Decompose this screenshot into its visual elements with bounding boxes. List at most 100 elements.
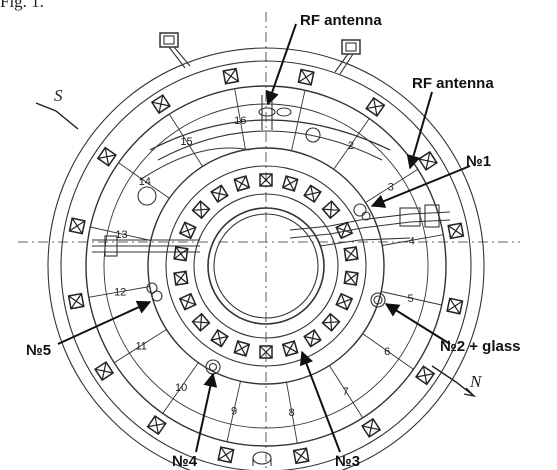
- sector-number: 6: [384, 346, 390, 358]
- sector-divider: [382, 234, 444, 246]
- sector-divider: [226, 381, 241, 442]
- sector-divider: [88, 286, 150, 298]
- sector-divider: [113, 329, 167, 364]
- sector-divider: [381, 291, 442, 306]
- inner-tf-coil: [233, 175, 251, 192]
- sector-divider: [362, 333, 414, 370]
- inner-tf-coil: [335, 292, 354, 311]
- inner-tf-coil: [343, 246, 359, 262]
- sector-divider: [286, 382, 298, 444]
- leader-rf-antenna-top: [265, 23, 297, 106]
- outer-tf-coil: [96, 146, 117, 167]
- outer-tf-coil: [68, 217, 86, 235]
- inner-tf-coil: [321, 200, 341, 220]
- port-5-circle: [146, 282, 158, 294]
- callout-port-1: №1: [466, 153, 492, 170]
- sector-number: 4: [409, 235, 415, 247]
- upper-arc-strip: [139, 119, 391, 181]
- outer-tf-coil: [365, 96, 386, 117]
- sector-divider: [162, 362, 199, 414]
- outer-tf-coil: [292, 447, 310, 465]
- outer-ring-inner-edge: [60, 60, 472, 470]
- inner-tf-coil: [191, 200, 211, 220]
- bottom-small-flange: [252, 451, 272, 466]
- outer-tf-coil: [150, 94, 171, 115]
- outer-tf-coil: [217, 446, 235, 464]
- sector-number: 10: [175, 382, 187, 394]
- outer-tf-coil: [415, 365, 436, 386]
- north-direction-label: N: [470, 372, 482, 391]
- top-left-bracket: [159, 32, 191, 69]
- sector-divider: [234, 88, 246, 150]
- inner-tf-coil: [233, 340, 251, 357]
- left-horizontal-port: [92, 235, 200, 257]
- leader-port-3: [299, 350, 341, 453]
- inner-tf-coil: [259, 345, 273, 359]
- sector-number: 11: [135, 341, 146, 353]
- inner-tf-coil: [335, 221, 354, 240]
- inner-tf-coil: [178, 221, 197, 240]
- outer-tf-coil: [94, 361, 115, 382]
- leader-port-5: [57, 300, 152, 345]
- callout-rf-antenna-right: RF antenna: [412, 75, 494, 92]
- sector-divider: [333, 118, 370, 170]
- callout-port-2: №2 + glass: [440, 338, 521, 355]
- callout-rf-antenna-top: RF antenna: [300, 12, 382, 29]
- sector-number: 9: [231, 406, 237, 418]
- top-antenna-tube: [258, 95, 292, 130]
- inner-tf-coil: [303, 184, 322, 204]
- sector-number: 15: [180, 136, 192, 148]
- south-direction-mark: [35, 102, 79, 130]
- leader-rf-antenna-right: [406, 91, 433, 170]
- inner-tf-coil: [191, 312, 211, 332]
- callout-port-4: №4: [172, 453, 198, 470]
- callout-port-3: №3: [335, 453, 361, 470]
- leader-port-4: [195, 372, 218, 453]
- leader-port-2: [384, 303, 451, 345]
- sector-divider: [90, 226, 151, 241]
- sector-number: 14: [139, 176, 151, 188]
- figure-caption: Fig. 1.: [0, 0, 44, 11]
- sector-divider: [291, 90, 306, 151]
- leader-port-1: [370, 165, 471, 208]
- inner-tf-coil: [173, 246, 189, 262]
- outer-tf-coil: [297, 68, 315, 86]
- sector-divider: [329, 365, 364, 419]
- inner-tf-coil: [259, 173, 273, 187]
- south-direction-label: S: [54, 86, 63, 105]
- outer-tf-coil: [146, 415, 167, 436]
- callout-port-5: №5: [26, 342, 52, 359]
- inner-tf-coil: [173, 270, 189, 286]
- sector-divider: [118, 162, 170, 199]
- inner-tf-coil: [210, 328, 229, 348]
- outer-tf-coil: [447, 222, 465, 240]
- right-diagonal-antenna-feed: [289, 204, 451, 247]
- inner-tf-coil: [281, 175, 299, 192]
- sector-number: 7: [342, 386, 348, 398]
- inner-tf-coil: [343, 270, 359, 286]
- sector-number: 5: [407, 293, 413, 305]
- inner-tf-coil: [321, 312, 341, 332]
- outer-tf-coil: [361, 417, 382, 438]
- outer-tf-coil: [417, 150, 438, 171]
- port-1-circle: [353, 203, 367, 217]
- sector-divider: [168, 113, 203, 167]
- top-right-bracket: [334, 39, 361, 75]
- north-direction-mark: [431, 365, 477, 398]
- port-2-circle: [370, 292, 386, 308]
- sector-number: 3: [388, 182, 394, 194]
- outer-tf-coil: [222, 67, 240, 85]
- sector-number: 8: [289, 407, 295, 419]
- outer-tf-coil: [446, 297, 464, 315]
- sector-number: 13: [115, 229, 127, 241]
- inner-tf-coil: [281, 340, 299, 357]
- inner-tf-coil: [303, 328, 322, 348]
- sector-number: 12: [114, 287, 126, 299]
- sector-number: 16: [234, 115, 246, 127]
- outer-tf-coil: [67, 292, 85, 310]
- inner-tf-coil: [178, 292, 197, 311]
- sector-number: 2: [348, 140, 354, 152]
- inner-tf-coil: [210, 184, 229, 204]
